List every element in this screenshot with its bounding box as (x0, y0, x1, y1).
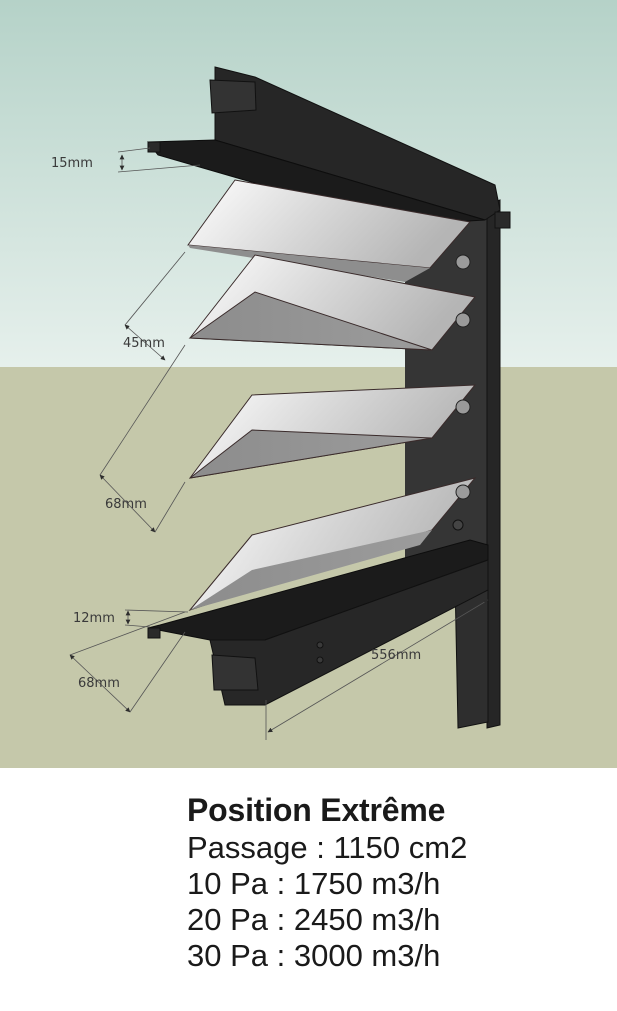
spec-flow-10pa: 10 Pa : 1750 m3/h (187, 866, 441, 901)
dimension-lines (69, 147, 489, 740)
spec-flow-30pa: 30 Pa : 3000 m3/h (187, 938, 441, 973)
dim-label-flange-top-height: 15mm (51, 156, 93, 171)
blade-4 (188, 477, 477, 612)
blade-1 (187, 179, 471, 282)
top-frame (147, 66, 511, 229)
dim-label-blade-span: 68mm (105, 497, 147, 512)
dim-label-frame-length: 556mm (371, 648, 421, 663)
specifications-block: Position Extrême Passage : 1150 cm2 10 P… (187, 790, 467, 974)
spec-passage: Passage : 1150 cm2 (187, 830, 468, 865)
dim-label-flange-bottom-height: 12mm (73, 611, 115, 626)
blade-2 (188, 254, 476, 351)
specs-title: Position Extrême (187, 792, 446, 828)
dim-label-flange-depth: 68mm (78, 676, 120, 691)
louvre-blades (187, 179, 477, 612)
spec-flow-20pa: 20 Pa : 2450 m3/h (187, 902, 441, 937)
louvre-illustration: 15mm 45mm 68mm 12mm 68mm 556mm (0, 0, 617, 768)
blade-3 (188, 384, 477, 479)
dim-label-blade-pitch: 45mm (123, 336, 165, 351)
right-rail (486, 199, 501, 729)
